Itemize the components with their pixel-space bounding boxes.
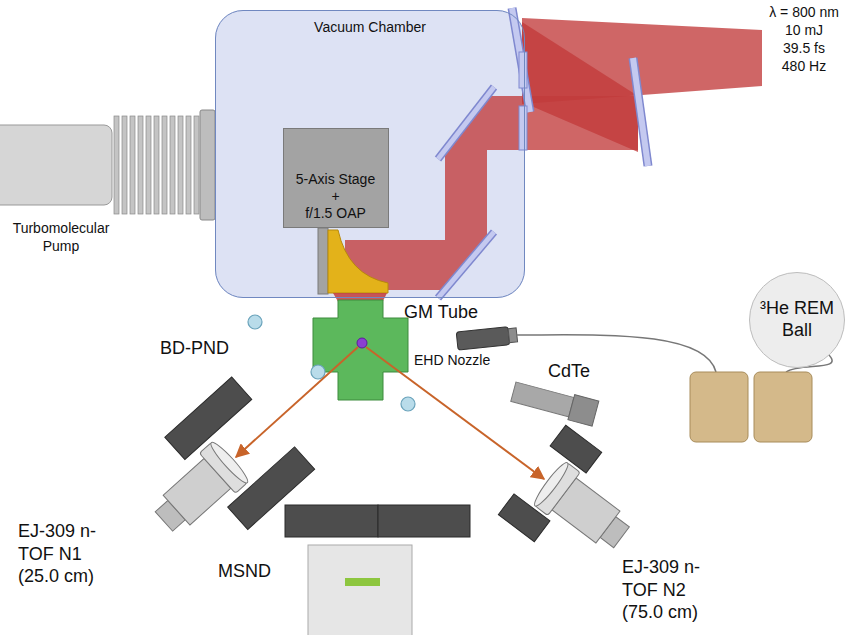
part-label: EHD Nozzle: [414, 352, 490, 370]
shield-block: [378, 505, 470, 537]
beam-parameter: 39.5 fs: [766, 40, 842, 58]
mirrors: [438, 8, 648, 298]
msnd-sensor: [345, 578, 380, 586]
pump-ridge: [114, 116, 119, 214]
beam-parameter: 480 Hz: [766, 58, 842, 76]
detector-label: EJ-309 n-TOF N1 (25.0 cm): [18, 520, 118, 588]
pump-ridge: [154, 116, 159, 214]
pump-ridge: [186, 116, 191, 214]
msnd-housing: [308, 545, 412, 635]
ntof-detector-n1: [122, 377, 314, 568]
rem-ball: ³He REM Ball: [749, 272, 845, 368]
beam-parameter: λ = 800 nm: [766, 4, 842, 22]
pump-ridge: [130, 116, 135, 214]
pump-ridge: [162, 116, 167, 214]
cdte-detector: [510, 379, 599, 426]
part-label: MSND: [218, 560, 271, 583]
node-title: Vacuum Chamber: [314, 19, 426, 36]
pump-ridges: [114, 116, 199, 214]
node-title: ³He REM Ball: [758, 298, 836, 341]
pump-ridge: [194, 116, 199, 214]
beam-parameter: 10 mJ: [766, 22, 842, 40]
vacuum-chamber: 5-Axis Stage+f/1.5 OAP Vacuum Chamber: [215, 10, 525, 298]
part-label: CdTe: [548, 360, 590, 383]
pump-ridge: [146, 116, 151, 214]
readout-box: [690, 372, 748, 442]
neutron-path: [236, 347, 358, 457]
readout-box: [754, 372, 812, 442]
pump-ridge: [138, 116, 143, 214]
pump-ridge: [170, 116, 175, 214]
oap-mirror: [328, 230, 388, 293]
stage-rod: [318, 228, 328, 294]
pump-ridge: [178, 116, 183, 214]
pump-ridge: [122, 116, 127, 214]
pump-flange: [200, 110, 215, 220]
shield-block: [285, 505, 378, 537]
detector-label: EJ-309 n-TOF N2 (75.0 cm): [622, 556, 722, 624]
stage-box: 5-Axis Stage+f/1.5 OAP: [283, 128, 389, 228]
part-label: BD-PND: [160, 337, 229, 360]
laser-beam: [345, 96, 638, 290]
gm-tube: [456, 326, 518, 350]
node-title: 5-Axis Stage: [296, 171, 375, 188]
node-text: f/1.5 OAP: [305, 205, 366, 222]
pump-body: [0, 125, 112, 205]
part-label: GM Tube: [404, 301, 478, 324]
ehd-nozzle: [313, 300, 408, 400]
target-spot: [357, 338, 367, 348]
node-text: +: [331, 188, 339, 205]
bubble-detectors: [248, 315, 415, 411]
neutron-path: [366, 347, 544, 479]
part-label: Turbomolecular Pump: [4, 220, 118, 255]
cable: [517, 335, 716, 372]
